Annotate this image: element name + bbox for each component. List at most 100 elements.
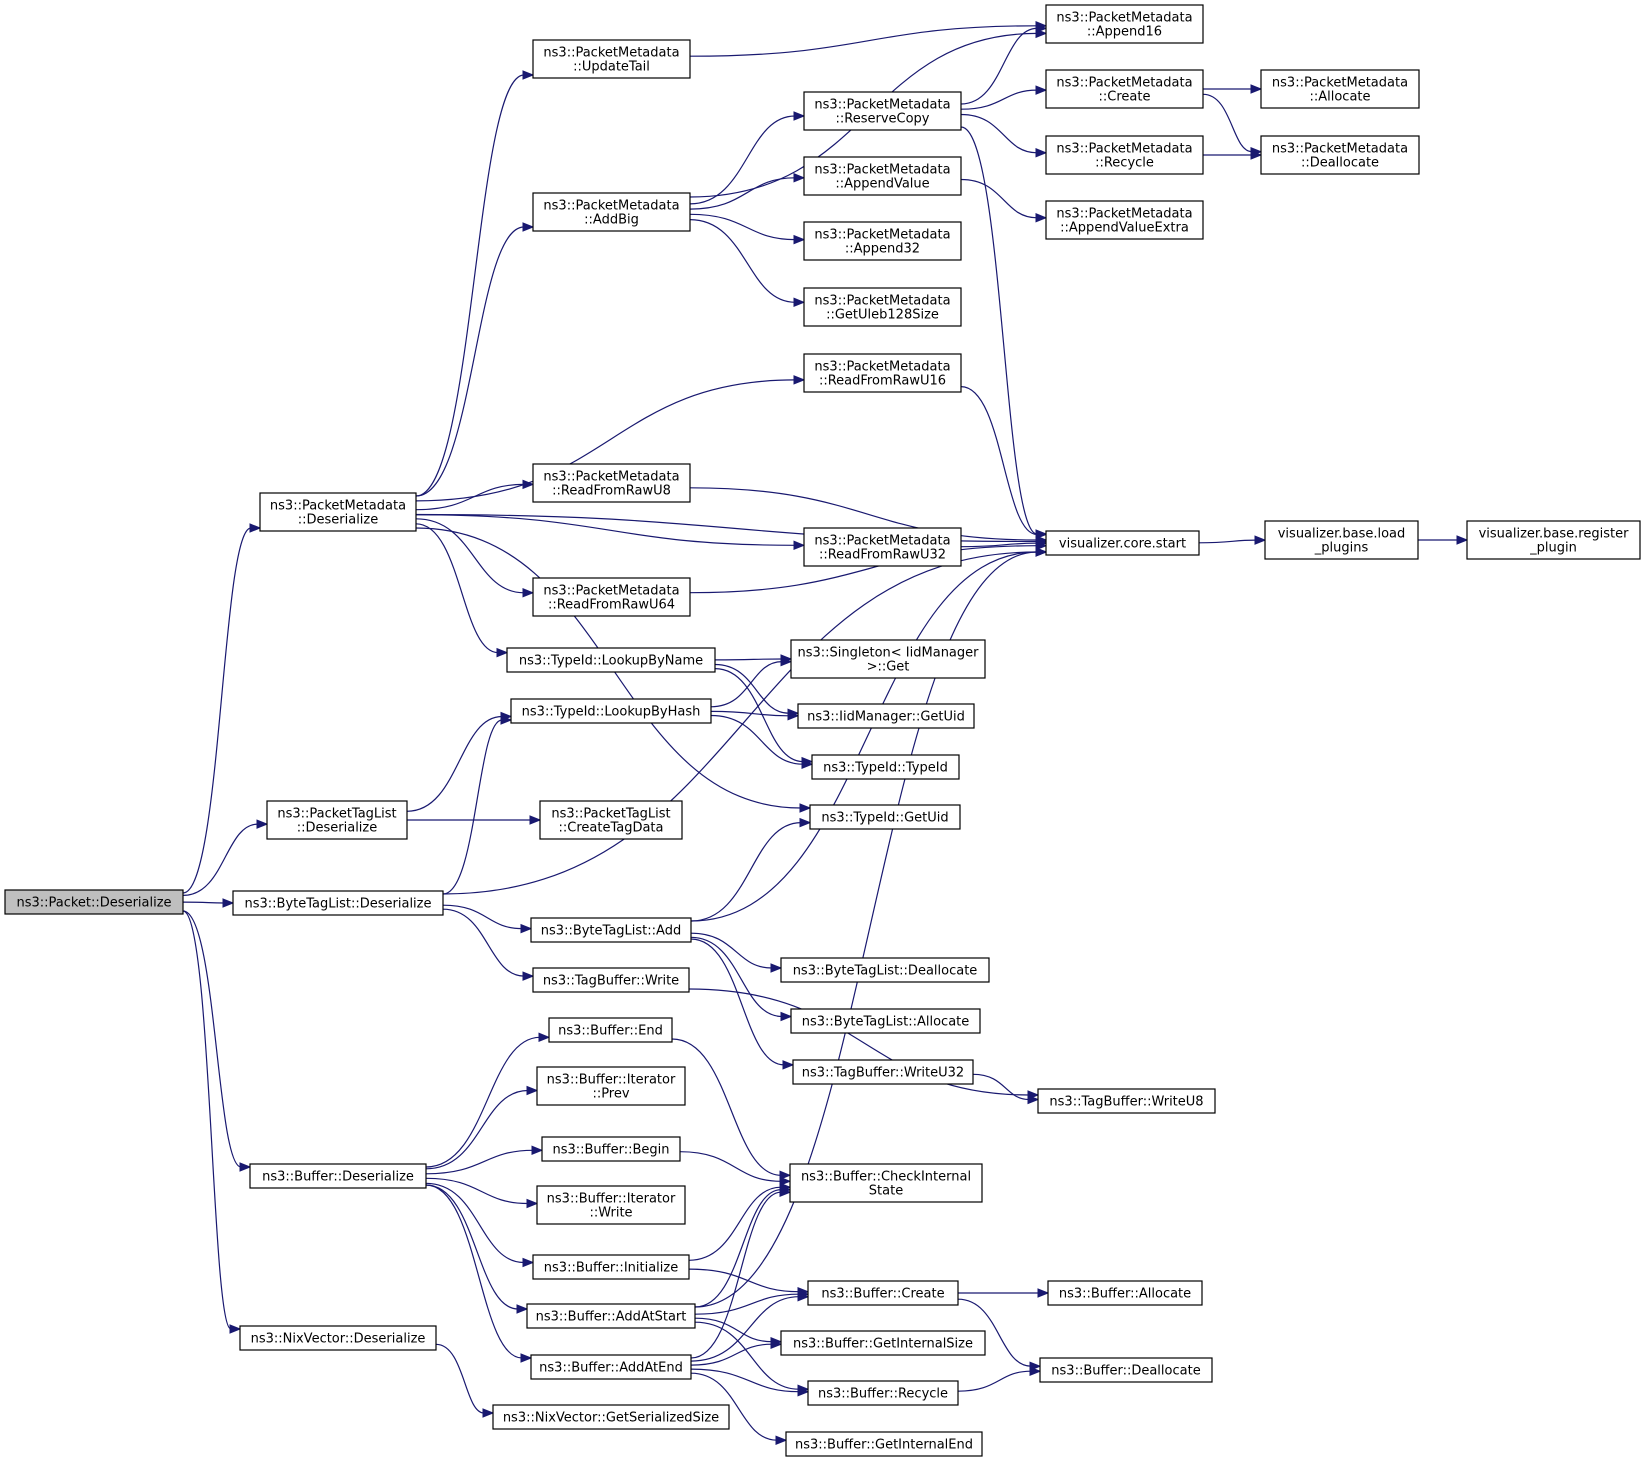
- node-box[interactable]: [797, 703, 975, 729]
- node-pm-readu16[interactable]: ns3::PacketMetadata::ReadFromRawU16: [803, 353, 962, 393]
- node-box[interactable]: [807, 1280, 959, 1306]
- node-box[interactable]: [1260, 135, 1420, 175]
- node-box[interactable]: [803, 287, 962, 327]
- node-buf-begin[interactable]: ns3::Buffer::Begin: [541, 1136, 681, 1162]
- node-ptl-createtagdata[interactable]: ns3::PacketTagList::CreateTagData: [539, 800, 683, 840]
- node-box[interactable]: [807, 1380, 959, 1406]
- node-box[interactable]: [1045, 530, 1200, 556]
- node-box[interactable]: [506, 647, 716, 673]
- node-pm-create[interactable]: ns3::PacketMetadata::Create: [1045, 69, 1204, 109]
- node-nix-deserialize[interactable]: ns3::NixVector::Deserialize: [239, 1325, 437, 1351]
- node-viz-core-start[interactable]: visualizer.core.start: [1045, 530, 1200, 556]
- node-box[interactable]: [790, 639, 986, 679]
- node-box[interactable]: [785, 1431, 983, 1457]
- node-box[interactable]: [232, 890, 444, 916]
- node-box[interactable]: [532, 39, 691, 79]
- node-buf-getinternalend[interactable]: ns3::Buffer::GetInternalEnd: [785, 1431, 983, 1457]
- node-viz-registerplugin[interactable]: visualizer.base.register_plugin: [1466, 520, 1641, 560]
- node-nix-getsersize[interactable]: ns3::NixVector::GetSerializedSize: [492, 1404, 730, 1430]
- node-buf-recycle[interactable]: ns3::Buffer::Recycle: [807, 1380, 959, 1406]
- node-box[interactable]: [803, 353, 962, 393]
- node-typeid-getuid[interactable]: ns3::TypeId::GetUid: [809, 804, 961, 830]
- node-tagbuf-write[interactable]: ns3::TagBuffer::Write: [532, 967, 690, 993]
- node-box[interactable]: [532, 463, 691, 503]
- node-ptl-deserialize[interactable]: ns3::PacketTagList::Deserialize: [266, 800, 408, 840]
- node-box[interactable]: [803, 91, 962, 131]
- node-box[interactable]: [1264, 520, 1419, 560]
- node-box[interactable]: [536, 1185, 686, 1225]
- node-box[interactable]: [259, 492, 417, 532]
- node-box[interactable]: [541, 1136, 681, 1162]
- node-btl-allocate[interactable]: ns3::ByteTagList::Allocate: [790, 1008, 981, 1034]
- node-pm-allocate[interactable]: ns3::PacketMetadata::Allocate: [1260, 69, 1420, 109]
- node-box[interactable]: [510, 698, 712, 724]
- node-buf-addatstart[interactable]: ns3::Buffer::AddAtStart: [526, 1303, 696, 1329]
- node-pm-append16[interactable]: ns3::PacketMetadata::Append16: [1045, 4, 1204, 44]
- node-box[interactable]: [532, 1254, 690, 1280]
- node-box[interactable]: [530, 1354, 692, 1380]
- node-typeid-lookuphash[interactable]: ns3::TypeId::LookupByHash: [510, 698, 712, 724]
- node-box[interactable]: [266, 800, 408, 840]
- node-buf-initialize[interactable]: ns3::Buffer::Initialize: [532, 1254, 690, 1280]
- node-box[interactable]: [1045, 135, 1204, 175]
- node-buf-create[interactable]: ns3::Buffer::Create: [807, 1280, 959, 1306]
- node-box[interactable]: [1466, 520, 1641, 560]
- node-pm-appendvalueextra[interactable]: ns3::PacketMetadata::AppendValueExtra: [1045, 200, 1204, 240]
- node-box[interactable]: [780, 957, 990, 983]
- node-buf-end[interactable]: ns3::Buffer::End: [548, 1017, 673, 1043]
- node-tagbuf-writeu8[interactable]: ns3::TagBuffer::WriteU8: [1037, 1088, 1216, 1114]
- node-bufit-write[interactable]: ns3::Buffer::Iterator::Write: [536, 1185, 686, 1225]
- node-box[interactable]: [789, 1163, 983, 1203]
- node-pm-deallocate[interactable]: ns3::PacketMetadata::Deallocate: [1260, 135, 1420, 175]
- node-box[interactable]: [1039, 1357, 1213, 1383]
- node-box[interactable]: [790, 1008, 981, 1034]
- node-box[interactable]: [811, 754, 960, 780]
- node-buf-deallocate[interactable]: ns3::Buffer::Deallocate: [1039, 1357, 1213, 1383]
- node-buf-addatend[interactable]: ns3::Buffer::AddAtEnd: [530, 1354, 692, 1380]
- node-tagbuf-writeu32[interactable]: ns3::TagBuffer::WriteU32: [792, 1059, 974, 1085]
- node-box[interactable]: [239, 1325, 437, 1351]
- node-pm-readu64[interactable]: ns3::PacketMetadata::ReadFromRawU64: [532, 577, 691, 617]
- node-box[interactable]: [249, 1163, 427, 1189]
- node-box[interactable]: [1045, 4, 1204, 44]
- node-box[interactable]: [532, 967, 690, 993]
- node-packet-deserialize[interactable]: ns3::Packet::Deserialize: [4, 889, 184, 915]
- node-pm-readu8[interactable]: ns3::PacketMetadata::ReadFromRawU8: [532, 463, 691, 503]
- node-viz-loadplugins[interactable]: visualizer.base.load_plugins: [1264, 520, 1419, 560]
- node-pm-append32[interactable]: ns3::PacketMetadata::Append32: [803, 221, 962, 261]
- node-bufit-prev[interactable]: ns3::Buffer::Iterator::Prev: [536, 1066, 686, 1106]
- node-pm-getuleb[interactable]: ns3::PacketMetadata::GetUleb128Size: [803, 287, 962, 327]
- node-iid-getuid[interactable]: ns3::IidManager::GetUid: [797, 703, 975, 729]
- node-pm-reservecopy[interactable]: ns3::PacketMetadata::ReserveCopy: [803, 91, 962, 131]
- node-box[interactable]: [492, 1404, 730, 1430]
- node-box[interactable]: [536, 1066, 686, 1106]
- node-box[interactable]: [780, 1330, 986, 1356]
- node-box[interactable]: [809, 804, 961, 830]
- node-box[interactable]: [4, 889, 184, 915]
- node-typeid-typeid[interactable]: ns3::TypeId::TypeId: [811, 754, 960, 780]
- node-buf-deserialize[interactable]: ns3::Buffer::Deserialize: [249, 1163, 427, 1189]
- node-box[interactable]: [803, 527, 962, 567]
- node-box[interactable]: [792, 1059, 974, 1085]
- node-btl-add[interactable]: ns3::ByteTagList::Add: [530, 917, 692, 943]
- node-pm-readu32[interactable]: ns3::PacketMetadata::ReadFromRawU32: [803, 527, 962, 567]
- node-pm-updatetail[interactable]: ns3::PacketMetadata::UpdateTail: [532, 39, 691, 79]
- node-pm-addbig[interactable]: ns3::PacketMetadata::AddBig: [532, 192, 691, 232]
- node-box[interactable]: [530, 917, 692, 943]
- node-pm-deserialize[interactable]: ns3::PacketMetadata::Deserialize: [259, 492, 417, 532]
- node-pm-appendvalue[interactable]: ns3::PacketMetadata::AppendValue: [803, 156, 962, 196]
- node-box[interactable]: [1045, 69, 1204, 109]
- node-singleton-get[interactable]: ns3::Singleton< IidManager>::Get: [790, 639, 986, 679]
- node-box[interactable]: [539, 800, 683, 840]
- node-box[interactable]: [532, 577, 691, 617]
- node-typeid-lookupname[interactable]: ns3::TypeId::LookupByName: [506, 647, 716, 673]
- node-box[interactable]: [1045, 200, 1204, 240]
- node-buf-getinternalsize[interactable]: ns3::Buffer::GetInternalSize: [780, 1330, 986, 1356]
- node-box[interactable]: [803, 156, 962, 196]
- node-box[interactable]: [1260, 69, 1420, 109]
- node-box[interactable]: [526, 1303, 696, 1329]
- node-btl-deserialize[interactable]: ns3::ByteTagList::Deserialize: [232, 890, 444, 916]
- node-btl-deallocate[interactable]: ns3::ByteTagList::Deallocate: [780, 957, 990, 983]
- node-box[interactable]: [1047, 1280, 1203, 1306]
